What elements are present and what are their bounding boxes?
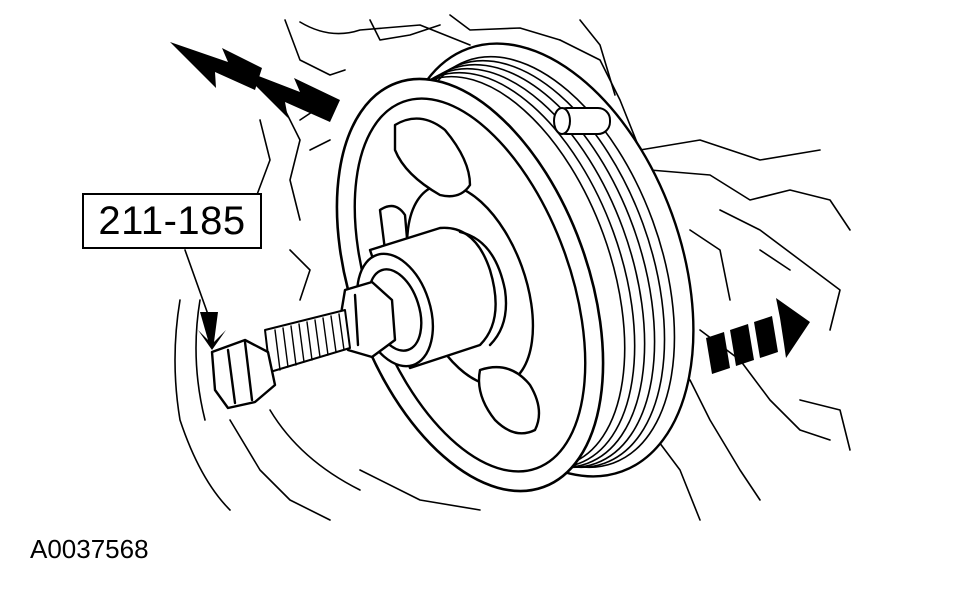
special-tool-number-label: 211-185 — [82, 193, 262, 249]
pulley-dowel-pin — [553, 107, 611, 135]
pulley-window-upper — [393, 117, 472, 198]
figure-id: A0037568 — [30, 534, 149, 564]
forcing-screw — [264, 309, 351, 373]
puller-tool — [210, 226, 508, 410]
screw-hex-head — [210, 338, 277, 410]
screw-arrow — [198, 312, 226, 350]
direction-arrows-upper — [170, 42, 340, 122]
crankshaft-pulley — [335, 42, 695, 493]
pulley-window-lower — [477, 365, 541, 435]
direction-arrow-dashed — [706, 298, 810, 374]
label-leader-line — [184, 249, 211, 321]
